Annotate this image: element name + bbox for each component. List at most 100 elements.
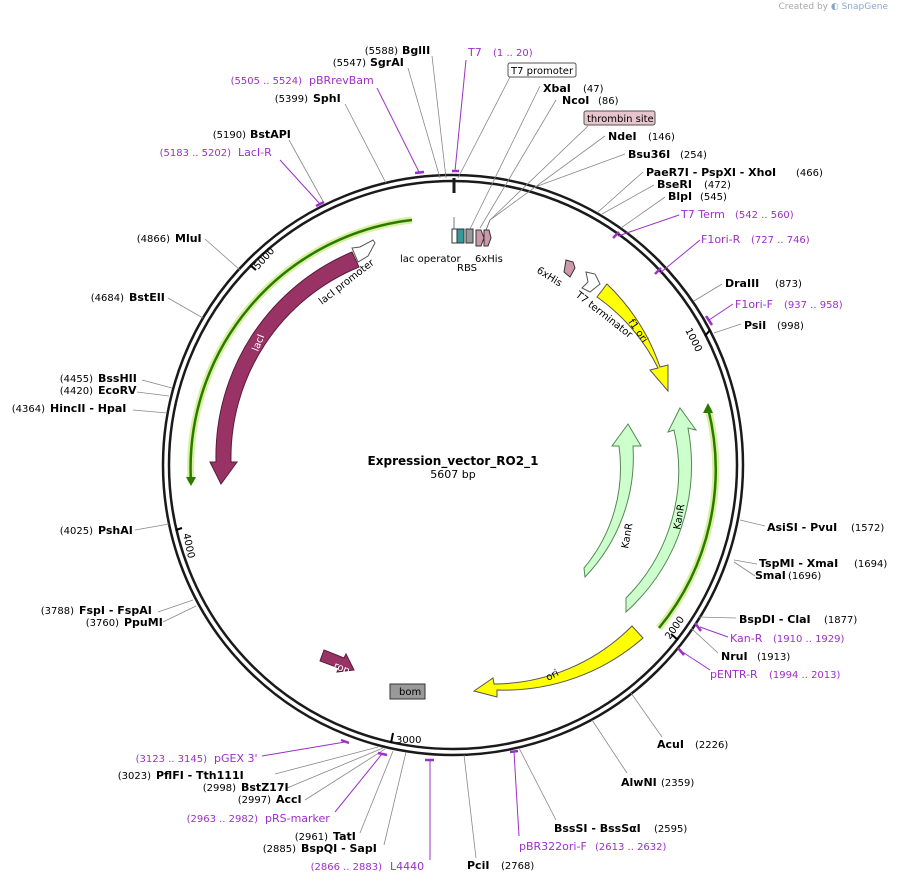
svg-text:(3123 .. 3145): (3123 .. 3145) [136, 754, 208, 765]
svg-text:Bsu36I: Bsu36I [628, 148, 670, 161]
svg-text:(2997): (2997) [238, 795, 271, 806]
credit-prefix: Created by [778, 2, 828, 12]
enzyme-BstAPI: (5190) BstAPI [213, 128, 325, 204]
svg-text:BglII: BglII [402, 44, 430, 57]
his-tag-connector [485, 219, 491, 231]
svg-text:AccI: AccI [276, 793, 302, 806]
svg-text:BssSI - BssSαI: BssSI - BssSαI [554, 822, 641, 835]
svg-text:T7 Term: T7 Term [680, 208, 725, 221]
svg-text:(542 .. 560): (542 .. 560) [735, 210, 794, 221]
bom-feature [389, 683, 426, 700]
plasmid-name: Expression_vector_RO2_1 [368, 454, 539, 469]
svg-text:(1696): (1696) [788, 571, 821, 582]
svg-text:PpuMI: PpuMI [124, 616, 163, 629]
primer-pBRrevBam: (5505 .. 5524) pBRrevBam [231, 74, 425, 175]
enzyme-TspMI-XmaI: TspMI - XmaI (1694) [733, 557, 887, 570]
rbs-feature [465, 228, 474, 244]
his-tag-1-feature [475, 229, 485, 247]
thrombin-site-label: thrombin site [587, 114, 654, 125]
svg-text:L4440: L4440 [390, 860, 424, 873]
primer-L4440: (2866 .. 2883) L4440 [311, 758, 434, 873]
svg-text:(4364): (4364) [12, 404, 45, 415]
svg-text:SmaI: SmaI [755, 569, 786, 582]
svg-text:F1ori-F: F1ori-F [735, 298, 773, 311]
kanR-2-label: KanR [620, 522, 635, 549]
lacI-promoter-arrow [351, 239, 376, 263]
svg-text:(146): (146) [648, 132, 675, 143]
svg-text:NcoI: NcoI [562, 94, 589, 107]
svg-text:(2768): (2768) [501, 861, 534, 872]
svg-text:(5588): (5588) [365, 46, 398, 57]
primer-pBR322ori-F: pBR322ori-F (2613 .. 2632) [509, 749, 667, 853]
enzyme-PsiI: PsiI (998) [713, 319, 804, 334]
svg-text:(86): (86) [598, 96, 619, 107]
svg-text:(466): (466) [796, 168, 823, 179]
kanR-feature-1 [625, 407, 698, 614]
primer-F1ori-R: F1ori-R (727 .. 746) [654, 233, 810, 275]
t7-promoter-connector [457, 76, 511, 179]
enzyme-FspI-FspAI: (3788) FspI - FspAI [41, 599, 194, 617]
svg-text:BspQI - SapI: BspQI - SapI [301, 842, 377, 855]
enzyme-BspQI-SapI: (2885) BspQI - SapI [263, 751, 407, 855]
lac-operator-label: lac operator [400, 254, 461, 265]
svg-text:(2998): (2998) [203, 783, 236, 794]
svg-text:pBR322ori-F: pBR322ori-F [519, 840, 587, 853]
lac-operator-feature [456, 228, 465, 244]
enzyme-HincII-HpaI: (4364) HincII - HpaI [12, 402, 168, 415]
primer-pRS-marker: (2963 .. 2982) pRS-marker [187, 751, 388, 825]
lacI-outer-arc [189, 218, 413, 484]
enzyme-NdeI: NdeI (146) [489, 130, 675, 221]
enzyme-PciI: PciI (2768) [463, 754, 534, 872]
svg-text:(2359): (2359) [661, 778, 694, 789]
tick-1000: 1000 [682, 326, 711, 354]
rbs-label: RBS [457, 263, 477, 274]
plasmid-size: 5607 bp [430, 468, 475, 481]
enzyme-BlpI: BlpI (545) [620, 190, 727, 229]
svg-text:(545): (545) [700, 192, 727, 203]
svg-text:(1 .. 20): (1 .. 20) [493, 48, 533, 59]
enzyme-NcoI: NcoI (86) [479, 94, 619, 229]
backbone-outer [161, 173, 745, 757]
svg-text:PflFI - Tth111I: PflFI - Tth111I [156, 769, 244, 782]
enzyme-BglII: (5588) BglII [365, 44, 447, 179]
svg-text:(1910 .. 1929): (1910 .. 1929) [773, 634, 845, 645]
svg-text:(5190): (5190) [213, 130, 246, 141]
enzyme-XbaI: XbaI (47) [469, 82, 604, 230]
svg-text:pRS-marker: pRS-marker [265, 812, 330, 825]
his-tag-1b-feature [483, 229, 492, 247]
svg-text:SgrAI: SgrAI [370, 56, 404, 69]
enzyme-BssHII: (4455) BssHII [60, 372, 173, 389]
enzyme-NruI: NruI (1913) [690, 627, 790, 663]
svg-text:(2885): (2885) [263, 844, 296, 855]
svg-text:(4420): (4420) [60, 386, 93, 397]
svg-text:(4455): (4455) [60, 374, 93, 385]
enzyme-TatI: (2961) TatI [295, 750, 394, 843]
enzyme-PflFI-Tth111I: (3023) PflFI - Tth111I [118, 746, 379, 782]
svg-text:(3760): (3760) [86, 618, 119, 629]
primer-Kan-R: Kan-R (1910 .. 1929) [694, 622, 845, 645]
svg-text:BlpI: BlpI [668, 190, 692, 203]
snapgene-credit: Created by ◐ SnapGene [778, 2, 888, 12]
enzyme-DraIII: DraIII (873) [693, 277, 802, 302]
primer-T7-Term: T7 Term (542 .. 560) [612, 208, 794, 239]
his-tag-2-feature [563, 259, 576, 278]
thrombin-site-box [583, 110, 656, 126]
svg-text:(3023): (3023) [118, 771, 151, 782]
t7-promoter-label: T7 promoter [510, 66, 574, 77]
tick-4000: 4000 [175, 527, 196, 560]
svg-text:(1572): (1572) [851, 523, 884, 534]
his-tag-2-label: 6xHis [534, 265, 563, 289]
tick-3000: 3000 [390, 732, 421, 746]
t7-promoter-box [507, 62, 577, 78]
his-tag-1-label: 6xHis [475, 254, 503, 265]
enzyme-SphI: (5399) SphI [275, 92, 387, 184]
enzyme-SmaI: SmaI (1696) [733, 561, 821, 582]
svg-text:(4684): (4684) [91, 293, 124, 304]
enzyme-SgrAI: (5547) SgrAI [333, 56, 441, 179]
f1-ori-feature [596, 283, 669, 393]
svg-text:pGEX 3': pGEX 3' [214, 752, 258, 765]
svg-text:(873): (873) [775, 279, 802, 290]
enzyme-BstEII: (4684) BstEII [91, 291, 204, 319]
svg-text:NruI: NruI [721, 650, 748, 663]
kanR-outer-arrowhead [703, 403, 713, 413]
